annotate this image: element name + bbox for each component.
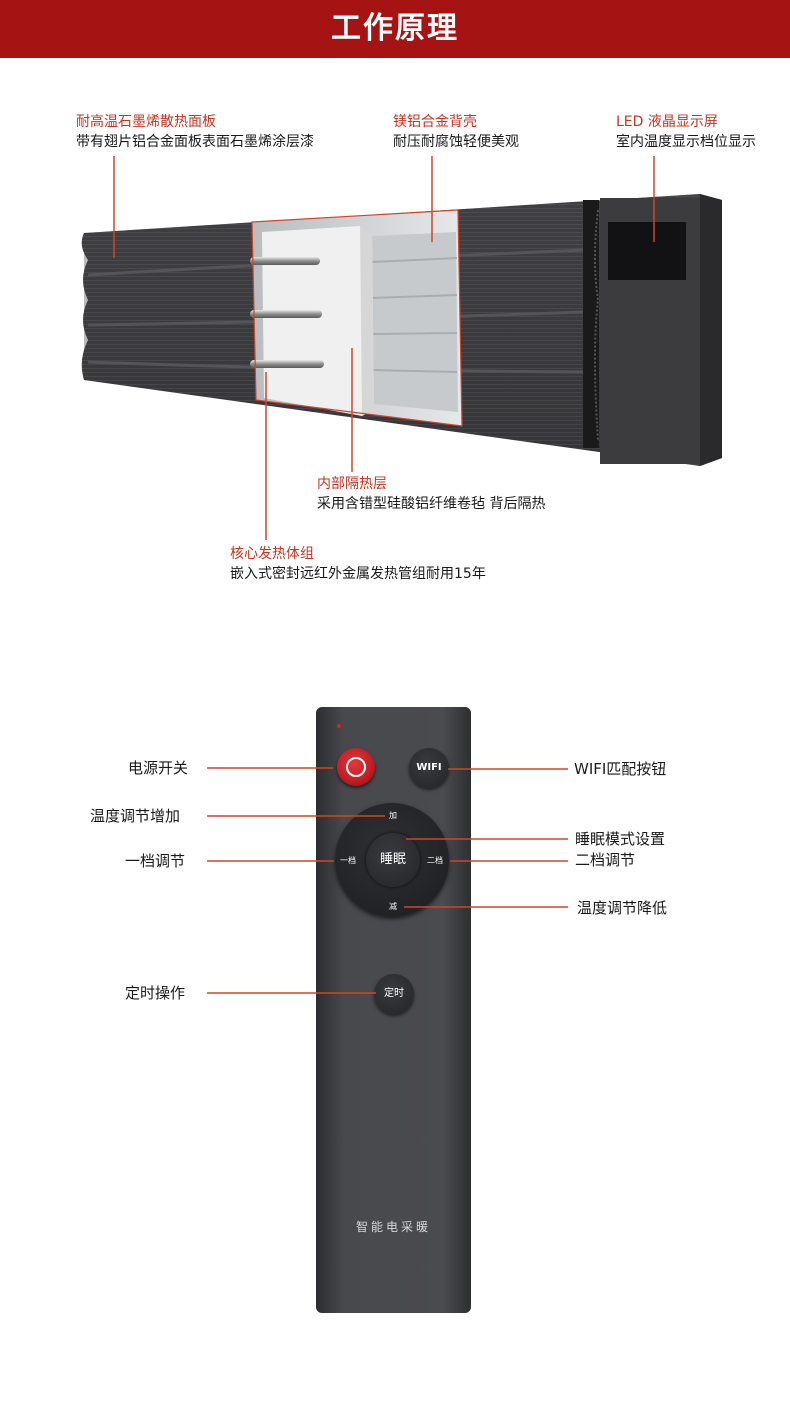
label-gear2: 二档调节: [575, 851, 636, 869]
gear1-button[interactable]: 一档: [340, 856, 356, 865]
callout-lcd-desc: 室内温度显示档位显示: [616, 134, 756, 150]
lcd-screen: [608, 222, 686, 280]
page-title: 工作原理: [331, 11, 459, 46]
label-sleep: 睡眠模式设置: [575, 830, 666, 848]
callout-core-desc: 嵌入式密封远红外金属发热管组耐用15年: [230, 566, 486, 582]
power-button[interactable]: [337, 748, 375, 786]
label-wifi: WIFI匹配按钮: [574, 760, 667, 778]
gear2-button[interactable]: 二档: [427, 856, 443, 865]
label-temp-up: 温度调节增加: [90, 807, 181, 825]
brand-text: 智能电采暖: [355, 1220, 431, 1234]
callout-core-title: 核心发热体组: [230, 546, 314, 562]
temp-up-button[interactable]: 加: [389, 811, 397, 820]
label-gear1: 一档调节: [125, 852, 186, 870]
callout-panel: 耐高温石墨烯散热面板 带有翅片铝合金面板表面石墨烯涂层漆: [76, 112, 314, 152]
heater-illustration: [81, 194, 722, 466]
callout-panel-desc: 带有翅片铝合金面板表面石墨烯涂层漆: [76, 134, 314, 150]
callout-back: 镁铝合金背壳 耐压耐腐蚀轻便美观: [393, 112, 519, 152]
callout-core: 核心发热体组 嵌入式密封远红外金属发热管组耐用15年: [230, 544, 486, 584]
callout-insulation-desc: 采用含错型硅酸铝纤维卷毡 背后隔热: [317, 496, 546, 512]
power-icon: [346, 757, 366, 777]
heating-tube: [250, 310, 322, 318]
wifi-button[interactable]: WIFI: [409, 748, 449, 788]
heating-tube: [250, 360, 324, 368]
label-temp-down: 温度调节降低: [577, 899, 668, 917]
header-banner: [0, 0, 790, 58]
label-timer: 定时操作: [125, 984, 186, 1002]
callout-insulation-title: 内部隔热层: [317, 476, 387, 492]
callout-insulation: 内部隔热层 采用含错型硅酸铝纤维卷毡 背后隔热: [317, 474, 545, 514]
heating-tube: [250, 257, 320, 265]
temp-down-button[interactable]: 减: [389, 902, 397, 911]
callout-lcd: LED 液晶显示屏 室内温度显示档位显示: [616, 112, 756, 152]
callout-back-title: 镁铝合金背壳: [393, 114, 477, 130]
status-led: [337, 724, 341, 728]
insulation-block: [262, 226, 374, 416]
timer-button[interactable]: 定时: [374, 974, 414, 1014]
callout-back-desc: 耐压耐腐蚀轻便美观: [393, 134, 519, 150]
sleep-button[interactable]: 睡眠: [366, 833, 420, 887]
callout-panel-title: 耐高温石墨烯散热面板: [76, 114, 216, 130]
callout-lcd-title: LED 液晶显示屏: [616, 114, 718, 130]
label-power: 电源开关: [128, 759, 189, 777]
